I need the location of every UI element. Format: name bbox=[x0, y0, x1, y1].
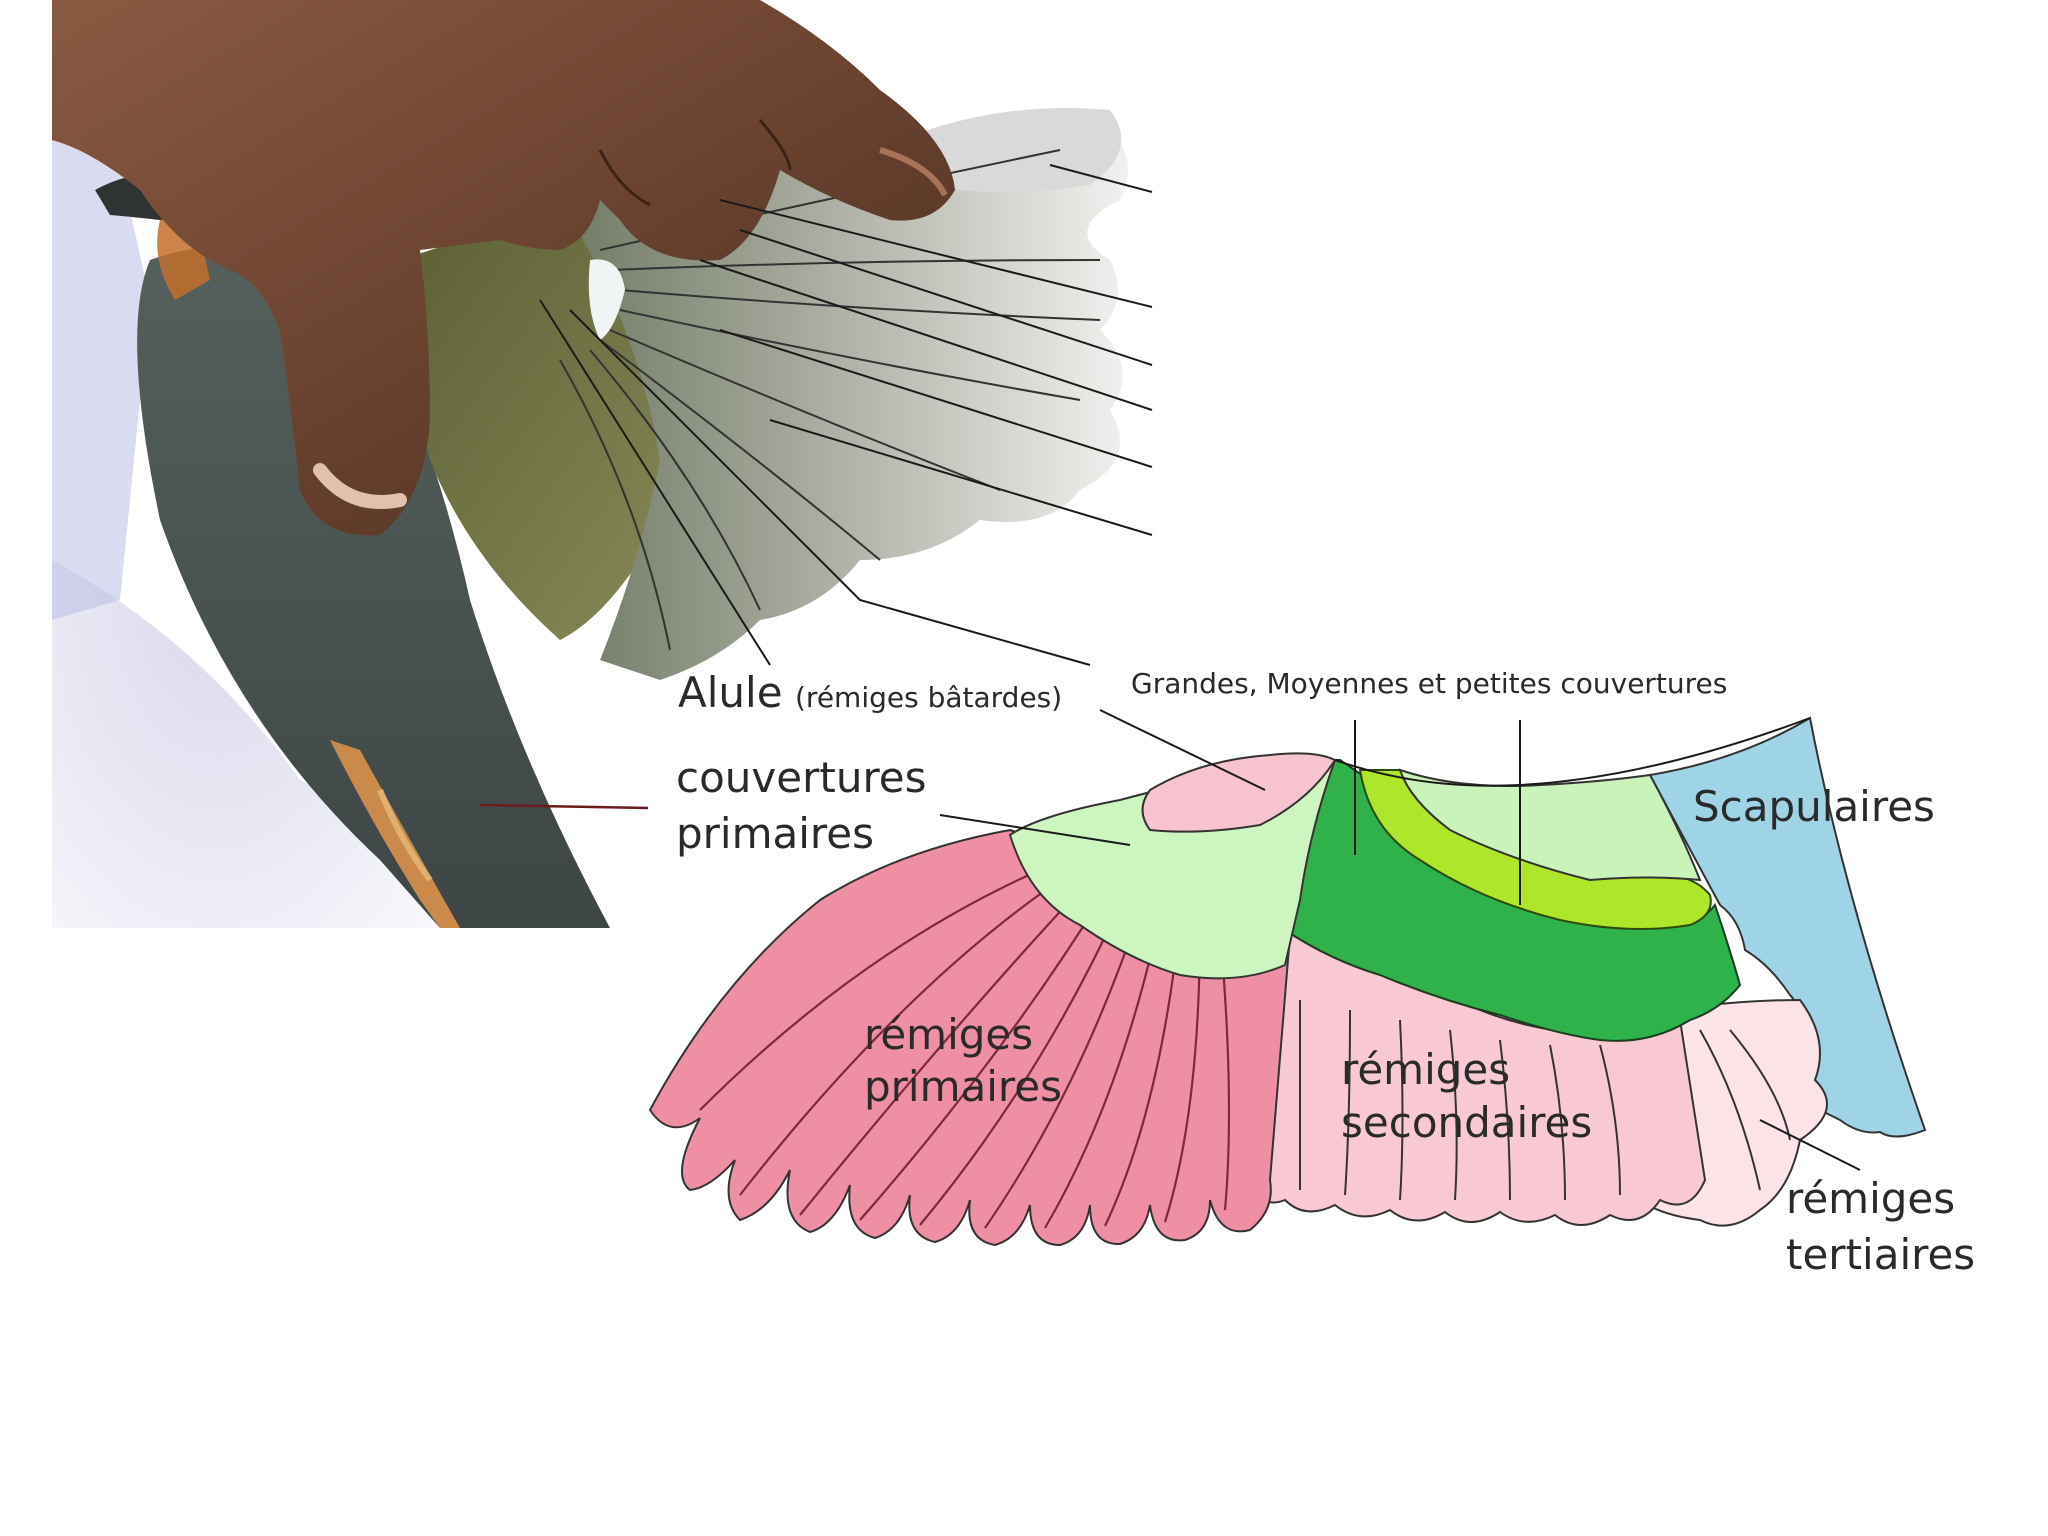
label-alule: Alule bbox=[678, 668, 783, 717]
hand bbox=[52, 0, 955, 536]
label-primary-coverts-2: primaires bbox=[676, 809, 874, 858]
label-tertials-1: rémiges bbox=[1786, 1174, 1955, 1223]
label-primaries-1: rémiges bbox=[864, 1010, 1033, 1059]
secondary-feather-lines bbox=[1298, 999, 1791, 1201]
photo-leader-lines bbox=[479, 164, 1153, 810]
lesser-coverts-region bbox=[1398, 768, 1702, 882]
bird-body bbox=[137, 246, 610, 929]
label-scapulars: Scapulaires bbox=[1693, 782, 1935, 831]
label-tertials-2: tertiaires bbox=[1786, 1230, 1975, 1279]
label-alule-sub: (rémiges bâtardes) bbox=[795, 681, 1062, 714]
diagram-leader-lines bbox=[939, 709, 1861, 1171]
alula-region bbox=[1141, 752, 1337, 833]
wing-diagram bbox=[648, 709, 1927, 1247]
label-primary-coverts-1: couvertures bbox=[676, 753, 927, 802]
label-secondaries-2: secondaires bbox=[1341, 1098, 1592, 1147]
secondaries-region bbox=[1253, 928, 1707, 1226]
feather-shafts bbox=[559, 149, 1101, 651]
scapulars-region bbox=[1648, 716, 1927, 1138]
label-secondaries-1: rémiges bbox=[1341, 1045, 1510, 1094]
primary-feather-veins bbox=[699, 868, 1231, 1229]
bird-wing-photo bbox=[52, 0, 1153, 929]
label-primaries-2: primaires bbox=[864, 1062, 1062, 1111]
label-coverts: Grandes, Moyennes et petites couvertures bbox=[1131, 667, 1727, 700]
labels: Alule (rémiges bâtardes) Grandes, Moyenn… bbox=[676, 667, 1975, 1279]
